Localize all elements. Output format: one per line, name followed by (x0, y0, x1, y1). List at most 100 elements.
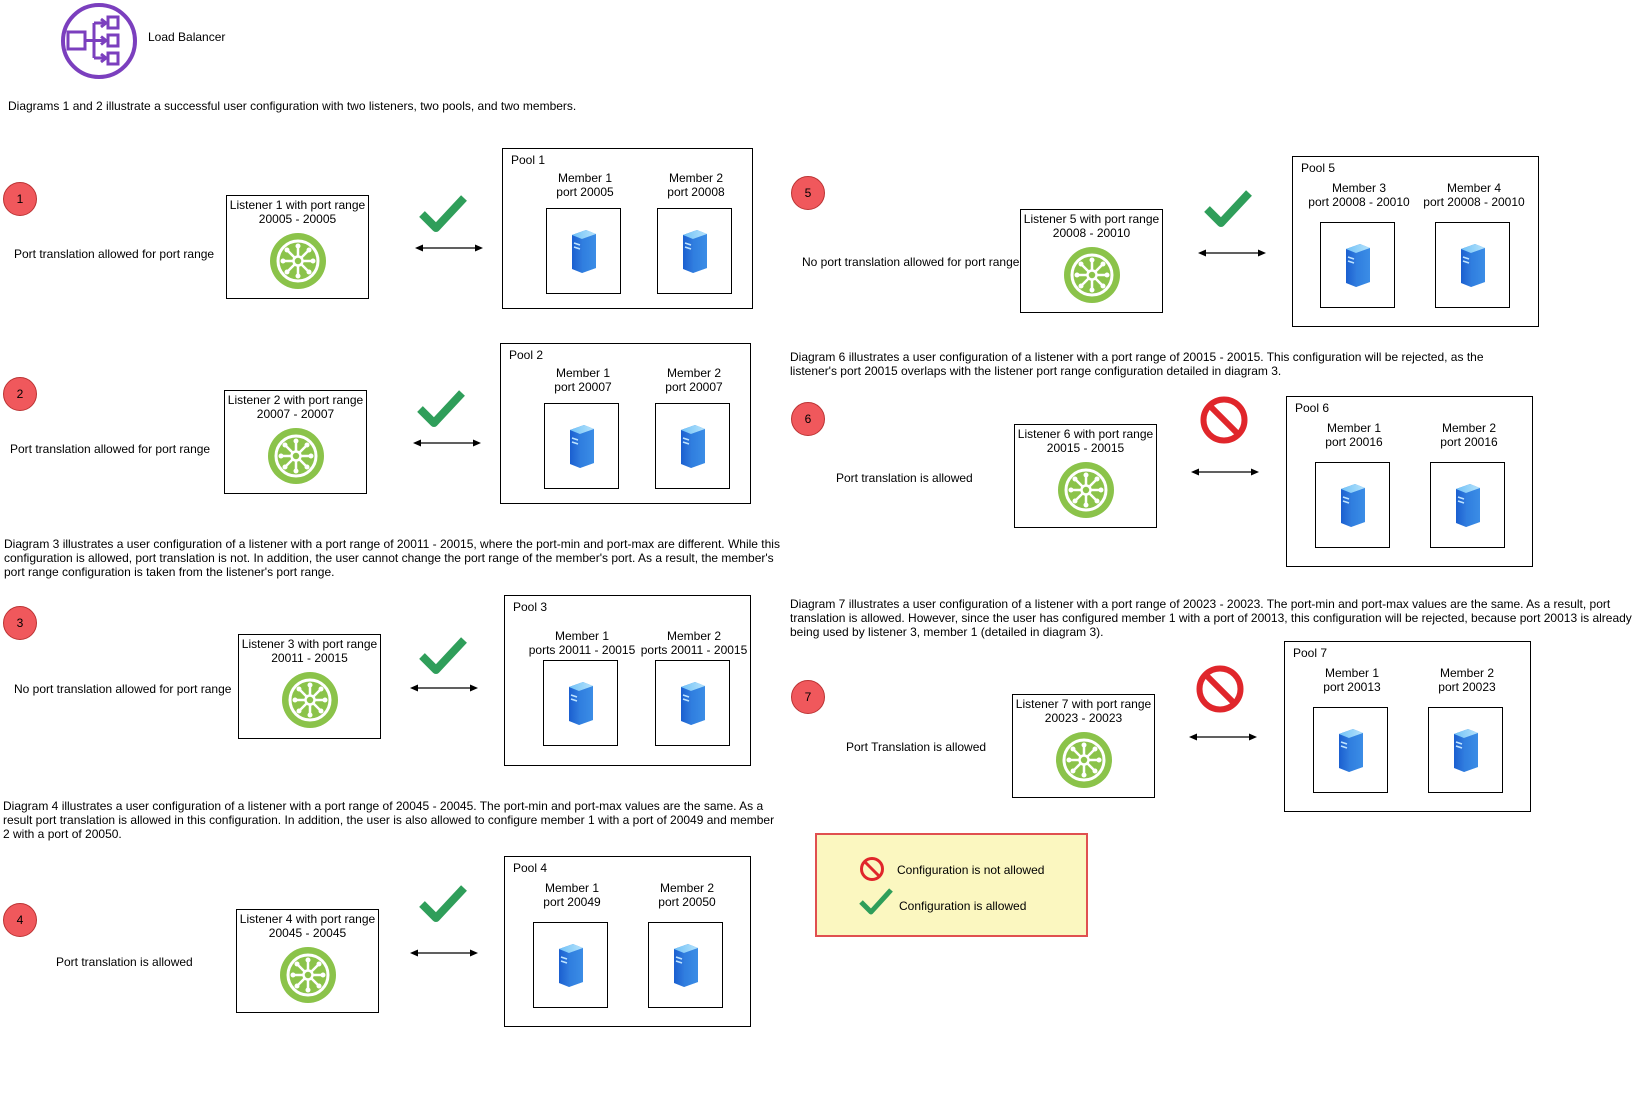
member-2-box (1428, 707, 1503, 793)
pool-box: Pool 7 Member 1 port 20013 Member 2 port… (1284, 641, 1531, 812)
bidirectional-arrow (410, 945, 478, 963)
check-icon (416, 387, 466, 436)
member-1-label: Member 1 port 20007 (554, 366, 612, 394)
bidirectional-arrow (410, 680, 478, 698)
member-1-box (1320, 222, 1395, 308)
member-1-label: Member 1 port 20013 (1323, 666, 1381, 694)
diagram-caption: No port translation allowed for port ran… (802, 255, 1020, 269)
pool-label: Pool 4 (513, 861, 548, 875)
pool-label: Pool 2 (509, 348, 544, 362)
pool-box: Pool 6 Member 1 port 20016 Member 2 port… (1286, 396, 1533, 567)
legend-allowed-label: Configuration is allowed (899, 899, 1027, 913)
bidirectional-arrow (1198, 245, 1266, 263)
member-2-box (1430, 462, 1505, 548)
diagram-caption: Port translation is allowed (56, 955, 193, 969)
diagram-7-description: Diagram 7 illustrates a user configurati… (790, 597, 1632, 639)
diagram-number-badge: 3 (3, 606, 37, 640)
pool-label: Pool 3 (513, 600, 548, 614)
member-2-label: Member 4 port 20008 - 20010 (1423, 181, 1525, 209)
listener-label: Listener 3 with port range 20011 - 20015 (241, 637, 378, 665)
listener-hub-icon (1057, 461, 1115, 524)
member-1-label: Member 1 ports 20011 - 20015 (528, 629, 636, 657)
listener-hub-icon (269, 232, 327, 295)
diagram-caption: No port translation allowed for port ran… (14, 682, 232, 696)
listener-label: Listener 7 with port range 20023 - 20023 (1015, 697, 1152, 725)
diagram-caption: Port translation is allowed (836, 471, 973, 485)
pool-box: Pool 1 Member 1 port 20005 Member 2 port… (502, 148, 753, 309)
bidirectional-arrow (1189, 729, 1257, 747)
load-balancer-icon (60, 2, 138, 80)
legend-not-allowed-label: Configuration is not allowed (897, 863, 1045, 877)
listener-box: Listener 1 with port range 20005 - 20005 (226, 195, 369, 299)
diagram-number-badge: 2 (3, 377, 37, 411)
check-icon (859, 888, 893, 921)
member-2-label: Member 2 port 20016 (1440, 421, 1498, 449)
listener-hub-icon (267, 427, 325, 490)
member-1-label: Member 1 port 20005 (556, 171, 614, 199)
pool-box: Pool 4 Member 1 port 20049 Member 2 port… (504, 856, 751, 1027)
intro-text: Diagrams 1 and 2 illustrate a successful… (8, 99, 577, 113)
diagram-caption: Port translation allowed for port range (10, 442, 211, 456)
listener-label: Listener 4 with port range 20045 - 20045 (239, 912, 376, 940)
diagram-number-badge: 5 (791, 176, 825, 210)
check-icon (1203, 187, 1253, 236)
diagram-caption: Port translation allowed for port range (14, 247, 215, 261)
pool-box: Pool 5 Member 3 port 20008 - 20010 Membe… (1292, 156, 1539, 327)
diagram-6-description: Diagram 6 illustrates a user configurati… (790, 350, 1484, 378)
listener-box: Listener 2 with port range 20007 - 20007 (224, 390, 367, 494)
member-1-box (1315, 462, 1390, 548)
pool-box: Pool 2 Member 1 port 20007 Member 2 port… (500, 343, 751, 504)
listener-box: Listener 3 with port range 20011 - 20015 (238, 634, 381, 739)
pool-label: Pool 6 (1295, 401, 1330, 415)
member-1-label: Member 1 port 20049 (543, 881, 601, 909)
diagram-3-description: Diagram 3 illustrates a user configurati… (4, 537, 780, 579)
diagram-caption: Port Translation is allowed (846, 740, 987, 754)
listener-hub-icon (1063, 246, 1121, 309)
listener-hub-icon (279, 946, 337, 1009)
legend: Configuration is not allowed Configurati… (815, 833, 1088, 937)
bidirectional-arrow (415, 240, 483, 258)
member-2-label: Member 2 port 20008 (667, 171, 725, 199)
member-2-label: Member 2 port 20050 (658, 881, 716, 909)
prohibited-icon (1199, 395, 1249, 450)
diagram-number-badge: 1 (3, 182, 37, 216)
member-1-label: Member 3 port 20008 - 20010 (1308, 181, 1410, 209)
pool-label: Pool 7 (1293, 646, 1328, 660)
listener-hub-icon (1055, 731, 1113, 794)
member-2-box (655, 403, 730, 489)
check-icon (418, 192, 468, 241)
member-1-label: Member 1 port 20016 (1325, 421, 1383, 449)
listener-label: Listener 1 with port range 20005 - 20005 (229, 198, 366, 226)
member-1-box (544, 403, 619, 489)
member-1-box (546, 208, 621, 294)
listener-box: Listener 4 with port range 20045 - 20045 (236, 909, 379, 1013)
listener-label: Listener 5 with port range 20008 - 20010 (1023, 212, 1160, 240)
check-icon (418, 634, 468, 683)
bidirectional-arrow (1191, 464, 1259, 482)
listener-hub-icon (281, 671, 339, 734)
member-2-label: Member 2 ports 20011 - 20015 (640, 629, 748, 657)
bidirectional-arrow (413, 435, 481, 453)
pool-label: Pool 5 (1301, 161, 1336, 175)
member-2-label: Member 2 port 20007 (665, 366, 723, 394)
member-2-box (1435, 222, 1510, 308)
pool-label: Pool 1 (511, 153, 546, 167)
prohibited-icon (859, 856, 885, 887)
listener-label: Listener 2 with port range 20007 - 20007 (227, 393, 364, 421)
listener-box: Listener 7 with port range 20023 - 20023 (1012, 694, 1155, 798)
diagram-number-badge: 6 (791, 402, 825, 436)
member-2-box (655, 660, 730, 746)
prohibited-icon (1195, 664, 1245, 719)
pool-box: Pool 3 Member 1 ports 20011 - 20015 Memb… (504, 595, 751, 766)
load-balancer-label: Load Balancer (148, 30, 226, 44)
member-2-label: Member 2 port 20023 (1438, 666, 1496, 694)
diagram-number-badge: 4 (3, 903, 37, 937)
listener-box: Listener 5 with port range 20008 - 20010 (1020, 209, 1163, 313)
diagram-number-badge: 7 (791, 680, 825, 714)
check-icon (418, 882, 468, 931)
member-1-box (543, 660, 618, 746)
member-2-box (657, 208, 732, 294)
member-2-box (648, 922, 723, 1008)
listener-label: Listener 6 with port range 20015 - 20015 (1017, 427, 1154, 455)
diagram-4-description: Diagram 4 illustrates a user configurati… (3, 799, 775, 841)
